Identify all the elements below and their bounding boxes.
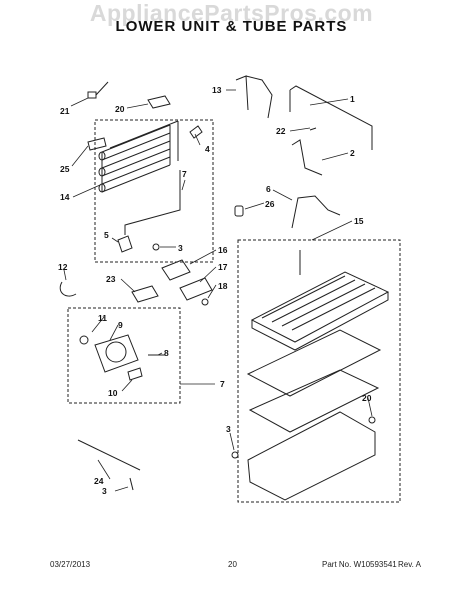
callout-14: 12: [58, 262, 68, 272]
part-screw: [231, 451, 239, 459]
callout-5: 5: [104, 230, 109, 240]
part-fan-motor: [79, 334, 165, 381]
callout-10: 9: [118, 320, 123, 330]
part-condenser-coil: [98, 120, 179, 193]
watermark: AppliancePartsPros.com: [89, 0, 374, 26]
condenser-group-box: [94, 119, 214, 263]
callout-22: 22: [276, 126, 286, 136]
part-pad-lower: [248, 369, 380, 433]
callout-16: 15: [354, 216, 364, 226]
page-title: LOWER UNIT & TUBE PARTS: [115, 18, 348, 35]
part-cover: [161, 259, 191, 281]
part-mount-bracket: [117, 235, 133, 253]
callout-15: 14: [60, 192, 70, 202]
callout-24: 24: [94, 476, 104, 486]
footer-date: 03/27/2013: [50, 560, 91, 569]
part-cover-plate: [179, 277, 213, 301]
callout-18: 17: [218, 262, 228, 272]
part-base-pan: [247, 411, 376, 501]
part-screw: [152, 243, 160, 251]
callout-7: 7: [182, 169, 187, 179]
part-evaporator-tubes: [235, 75, 373, 176]
callout-26: 26: [265, 199, 275, 209]
part-pad-upper: [246, 329, 382, 397]
part-wire-harness: [59, 281, 77, 297]
callout-20b: 20: [362, 393, 372, 403]
part-rail: [77, 439, 141, 471]
part-label-plate: [147, 95, 171, 109]
callout-6: 6: [266, 184, 271, 194]
part-clip: [189, 125, 203, 139]
callout-2: 2: [350, 148, 355, 158]
leader-lines: [63, 89, 373, 492]
callout-25: 25: [60, 164, 70, 174]
callout-9: 8: [164, 348, 169, 358]
callout-3b: 3: [226, 424, 231, 434]
part-screw: [368, 416, 376, 424]
footer-page-number: 20: [228, 560, 237, 569]
footer-revision: Rev. A: [398, 560, 421, 569]
drain-pan-group-box: [237, 239, 401, 503]
callout-11: 10: [108, 388, 118, 398]
callout-20a: 18: [218, 281, 228, 291]
callout-12: 11: [98, 313, 107, 323]
part-gasket: [234, 205, 244, 217]
part-long-tube: [291, 195, 341, 229]
callout-1: 1: [350, 94, 355, 104]
callout-19: 20: [115, 104, 125, 114]
part-connector: [87, 81, 109, 99]
part-pad: [131, 285, 159, 303]
part-tube: [124, 170, 181, 235]
callout-23: 23: [106, 274, 116, 284]
callout-3a: 3: [178, 243, 183, 253]
part-screw: [201, 298, 209, 306]
part-screw-long: [129, 477, 134, 491]
callout-17: 16: [218, 245, 228, 255]
fan-assembly-group-box: [67, 307, 181, 404]
part-bracket: [87, 137, 107, 151]
callout-labels: 21 20 25 14 4 7 13 1 22 2 6 26 15 5 3 16…: [58, 85, 372, 496]
callout-13: 13: [212, 85, 222, 95]
callout-8: 7: [220, 379, 225, 389]
callout-4: 4: [205, 144, 210, 154]
part-drain-pan: [250, 250, 390, 351]
footer-part-number: Part No. W10593541: [322, 560, 397, 569]
callout-21: 21: [60, 106, 70, 116]
callout-3c: 3: [102, 486, 107, 496]
